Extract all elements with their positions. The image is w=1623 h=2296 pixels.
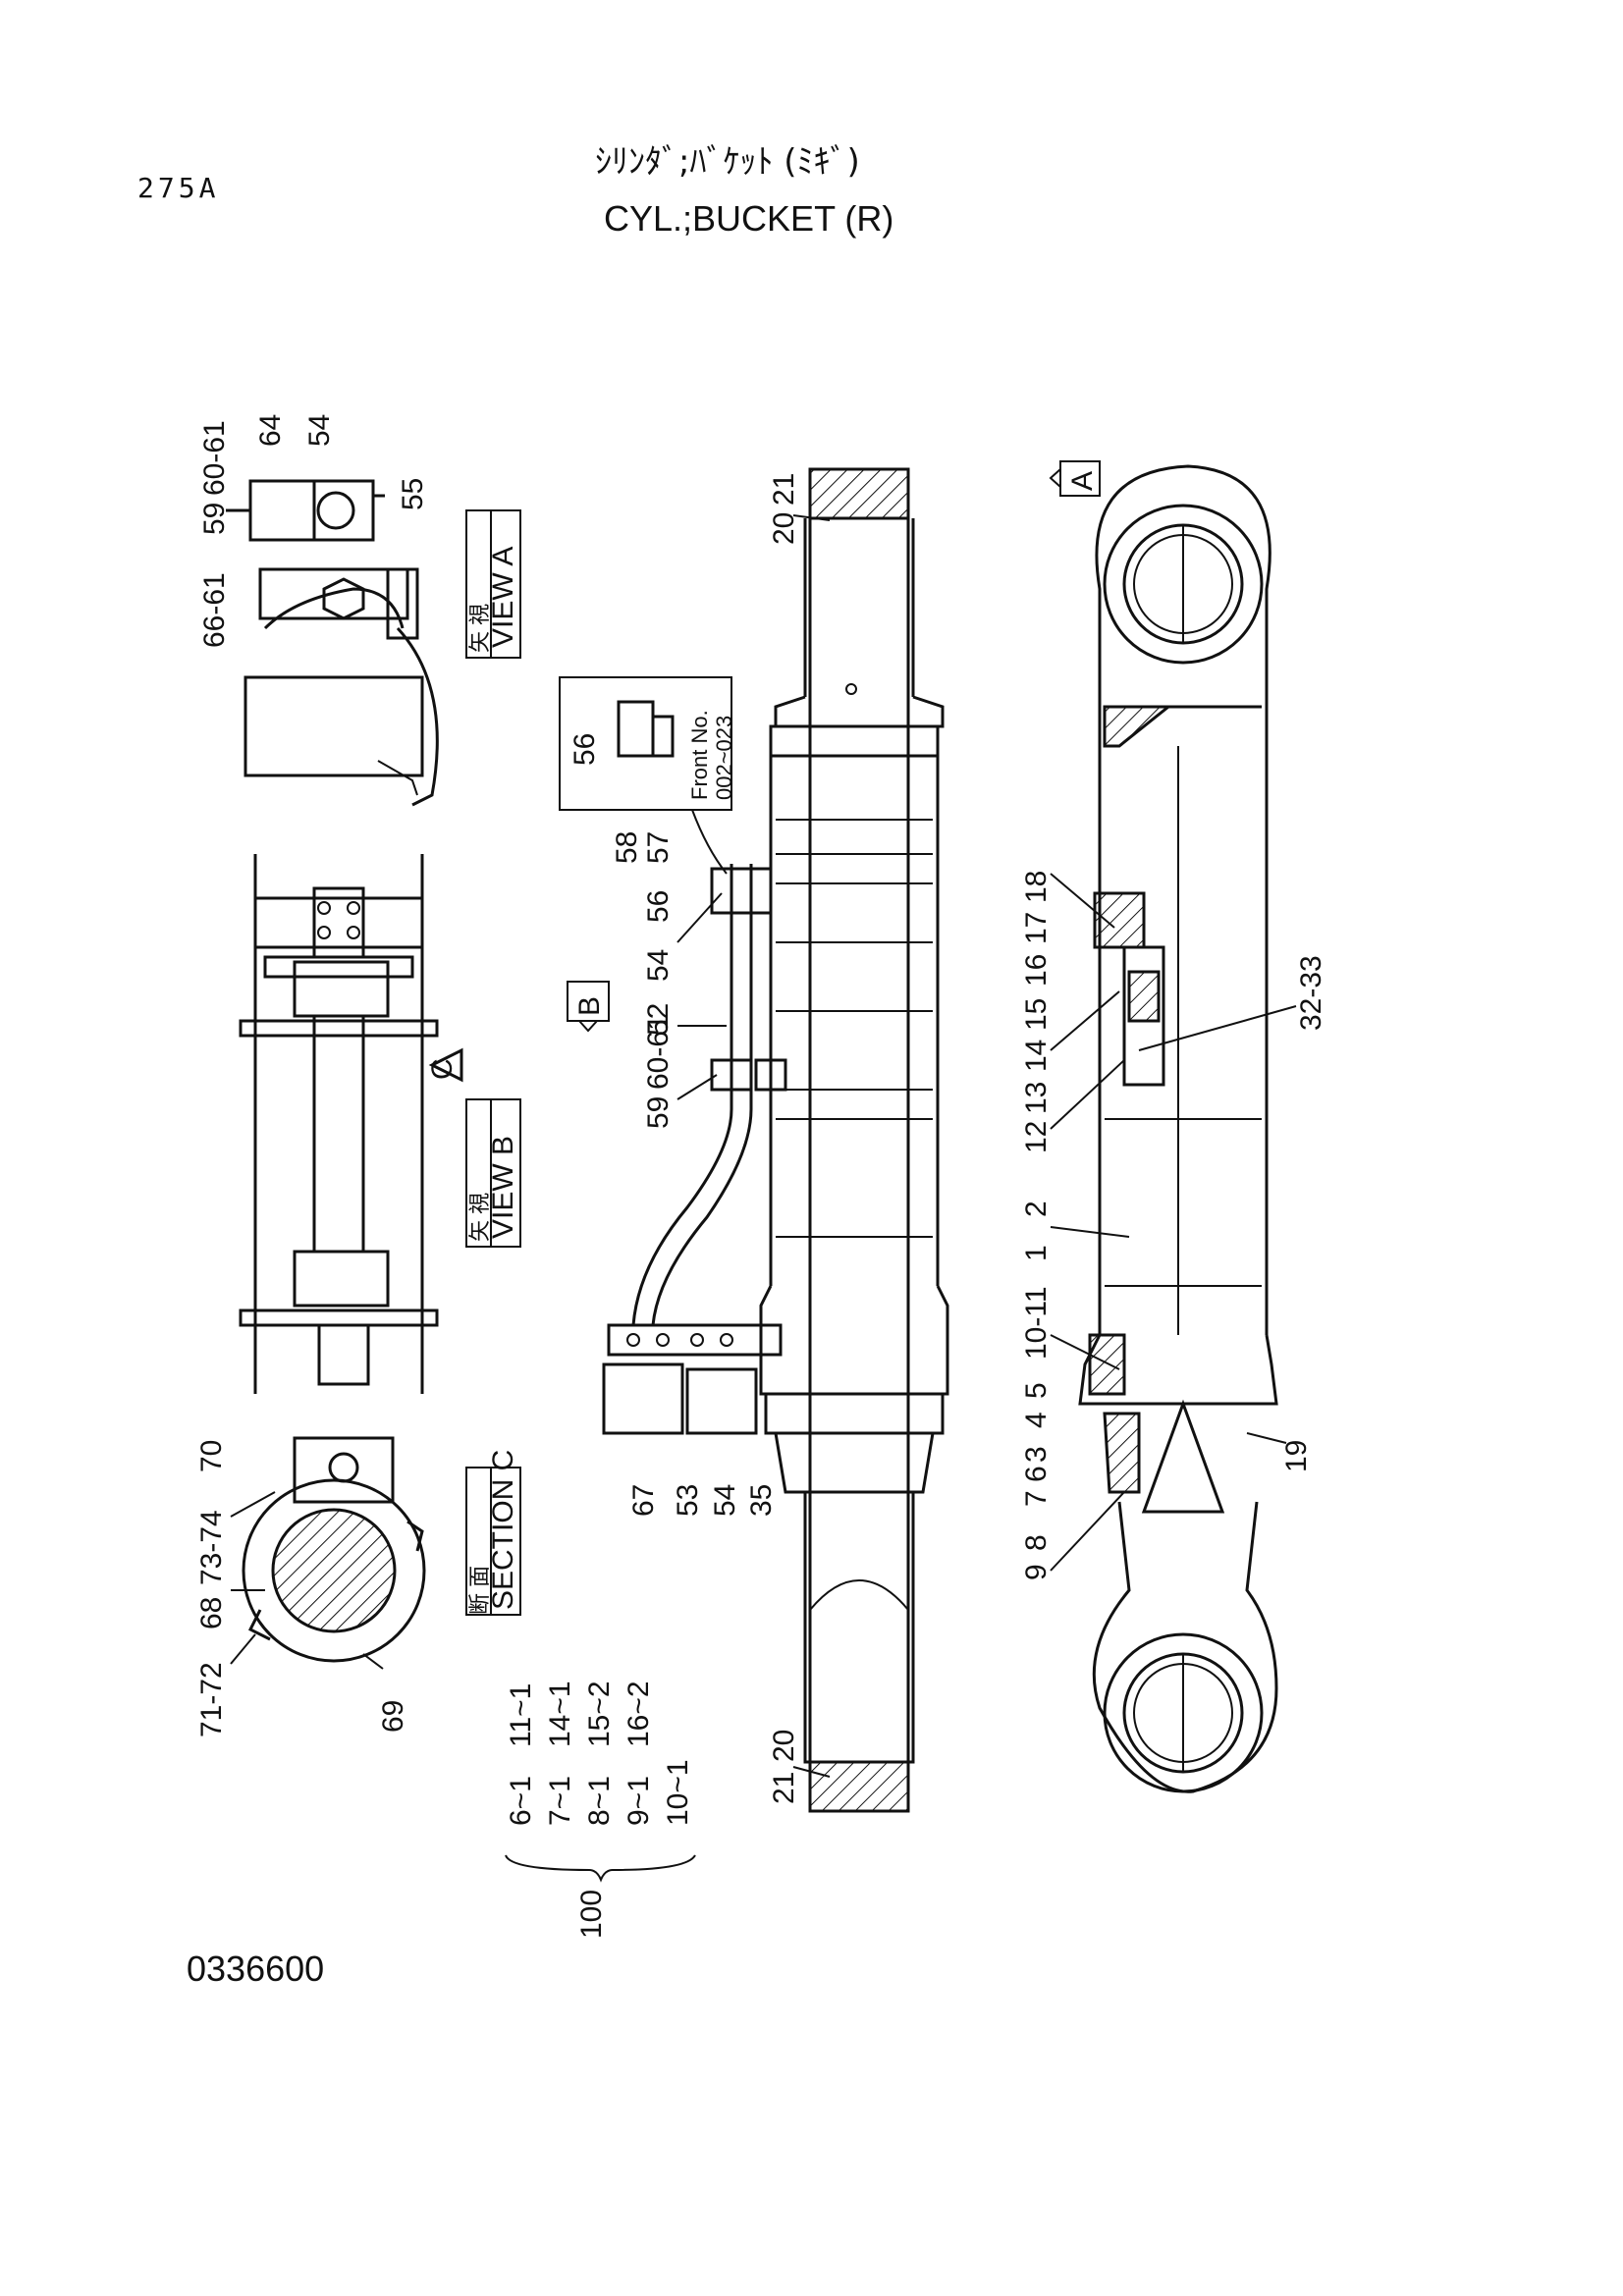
drawing-number: 0336600: [187, 1949, 325, 1989]
callout-54: 54: [303, 414, 336, 447]
inset-note-line1: Front No.: [687, 710, 712, 800]
callout-14: 14: [1020, 1040, 1053, 1072]
callout-16: 16: [1020, 954, 1053, 987]
view-a-label-en: VIEW A: [487, 547, 519, 648]
callout-15: 15: [1020, 998, 1053, 1031]
callout-3: 3: [1020, 1446, 1053, 1463]
middle-cylinder-drawing: [602, 467, 949, 1813]
callout-54-bottom: 54: [709, 1484, 741, 1517]
section-c-drawing: [242, 1436, 426, 1663]
callout-35: 35: [745, 1484, 778, 1517]
view-a-box: [465, 509, 521, 659]
callout-70: 70: [195, 1440, 228, 1472]
kit-brace: [505, 1854, 696, 1883]
callout-73-74: 73-74: [195, 1510, 228, 1585]
callout-20-top: 20: [768, 512, 800, 545]
callout-57: 57: [642, 831, 675, 864]
callout-60-61-pipe: 60-61: [642, 1014, 675, 1090]
callout-1: 1: [1020, 1245, 1053, 1261]
view-a-marker-letter: A: [1066, 471, 1099, 491]
view-a-marker: [1049, 460, 1101, 497]
callout-71-72: 71-72: [195, 1662, 228, 1737]
callout-19: 19: [1280, 1440, 1313, 1472]
callout-59: 59: [198, 503, 231, 535]
callout-52: 52: [642, 1003, 675, 1036]
view-b-marker: [567, 981, 610, 1033]
callout-66-61: 66-61: [198, 572, 231, 648]
kit-10: 10~1: [662, 1759, 694, 1826]
inset-note-line2: 002~023: [712, 716, 736, 800]
callout-8: 8: [1020, 1534, 1053, 1551]
kit-6: 6~1: [505, 1776, 537, 1826]
reference-code: 275A: [137, 172, 220, 204]
callout-21-top: 21: [768, 473, 800, 506]
kit-16: 16~2: [622, 1681, 655, 1747]
view-a-label-jp: 矢 視: [467, 604, 492, 653]
kit-14: 14~1: [544, 1681, 576, 1747]
inset-box: [559, 676, 732, 875]
section-c-box: [465, 1467, 521, 1616]
callout-68: 68: [195, 1597, 228, 1629]
callout-58: 58: [611, 831, 643, 864]
kit-15: 15~2: [583, 1681, 616, 1747]
view-b-marker-letter: B: [573, 996, 606, 1016]
callout-9: 9: [1020, 1564, 1053, 1580]
callout-69: 69: [377, 1700, 409, 1733]
callout-59-pipe: 59: [642, 1096, 675, 1129]
view-b-label-en: VIEW B: [487, 1136, 519, 1239]
callout-64: 64: [254, 414, 287, 447]
callout-17: 17: [1020, 912, 1053, 944]
kit-11: 11~1: [505, 1683, 537, 1747]
callout-5: 5: [1020, 1382, 1053, 1399]
right-cylinder-drawing: [1078, 464, 1278, 1793]
inset-part-56: 56: [568, 733, 601, 766]
callout-12: 12: [1020, 1121, 1053, 1153]
section-c-label-en: SECTION C: [487, 1450, 519, 1610]
callout-60-61: 60-61: [198, 420, 231, 496]
callout-53: 53: [672, 1484, 704, 1517]
title-english: CYL.;BUCKET (R): [604, 198, 894, 239]
view-b-drawing: [239, 854, 463, 1394]
callout-32-33: 32-33: [1295, 955, 1327, 1031]
callout-18: 18: [1020, 871, 1053, 903]
kit-7: 7~1: [544, 1776, 576, 1826]
title-japanese: ｼﾘﾝﾀﾞ;ﾊﾞｹｯﾄ (ﾐｷﾞ): [595, 142, 860, 182]
view-c-marker: C: [426, 1058, 459, 1080]
callout-55: 55: [397, 478, 429, 510]
kit-8: 8~1: [583, 1776, 616, 1826]
callout-10-11: 10-11: [1020, 1286, 1053, 1360]
view-b-box: [465, 1098, 521, 1248]
callout-6: 6: [1020, 1466, 1053, 1482]
callout-56: 56: [642, 890, 675, 923]
callout-4: 4: [1020, 1412, 1053, 1428]
callout-21-rod: 21: [768, 1772, 800, 1804]
callout-54-pipe: 54: [642, 949, 675, 982]
callout-13: 13: [1020, 1082, 1053, 1114]
callout-20-rod: 20: [768, 1730, 800, 1762]
callout-2: 2: [1020, 1201, 1053, 1217]
view-b-label-jp: 矢 視: [467, 1193, 492, 1242]
kit-label-100: 100: [575, 1890, 608, 1939]
callout-7: 7: [1020, 1490, 1053, 1507]
kit-9: 9~1: [622, 1776, 655, 1826]
view-a-drawing: [226, 479, 439, 807]
callout-67: 67: [627, 1484, 660, 1517]
section-c-label-jp: 断 面: [467, 1566, 492, 1615]
